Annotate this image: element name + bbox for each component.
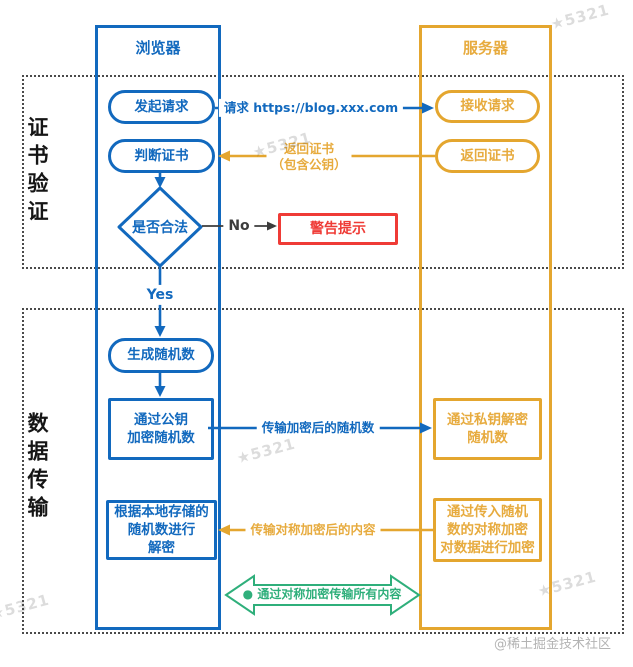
node-return-certificate: 返回证书 <box>435 139 540 173</box>
server-lane <box>419 25 552 630</box>
arrow-encrypted-random-label: 传输加密后的随机数 <box>256 418 380 438</box>
node-initiate-request: 发起请求 <box>108 90 215 124</box>
node-decrypt-private-line1: 通过私钥解密 <box>447 411 528 428</box>
arrow-symmetric-content-label: 传输对称加密后的内容 <box>245 520 381 540</box>
node-warning-alert: 警告提示 <box>278 213 398 245</box>
section-cert-verification-box <box>22 75 624 269</box>
node-return-certificate-label: 返回证书 <box>460 147 515 164</box>
node-warning-alert-label: 警告提示 <box>310 220 366 237</box>
node-encrypt-with-public-key: 通过公钥 加密随机数 <box>108 398 214 460</box>
section-label-data-transfer: 数据传输 <box>25 412 49 524</box>
node-decrypt-with-local-random: 根据本地存储的 随机数进行 解密 <box>106 500 217 560</box>
watermark-text: 5321 <box>562 0 612 30</box>
node-symmetric-encrypt-line3: 对数据进行加密 <box>440 540 535 557</box>
node-decrypt-local-line3: 解密 <box>148 540 175 557</box>
node-encrypt-public-line1: 通过公钥 <box>134 411 188 428</box>
section-label-cert-verification: 证书验证 <box>25 116 49 228</box>
watermark: ★5321 <box>549 1 612 34</box>
server-lane-title: 服务器 <box>462 39 508 57</box>
branch-yes-label: Yes <box>141 284 179 306</box>
node-decrypt-local-line1: 根据本地存储的 <box>114 503 209 520</box>
arrow-return-cert-label-line2: （包含公钥） <box>271 157 347 172</box>
browser-lane <box>95 25 221 630</box>
node-symmetric-encrypt-line2: 数的对称加密 <box>447 521 528 538</box>
arrow-return-cert-label-line1: 返回证书 <box>283 140 335 156</box>
node-initiate-request-label: 发起请求 <box>134 98 189 115</box>
node-decrypt-private-line2: 随机数 <box>467 430 508 446</box>
section-data-transfer-box <box>22 308 624 634</box>
node-receive-request-label: 接收请求 <box>460 98 515 115</box>
node-judge-certificate-label: 判断证书 <box>134 147 189 164</box>
node-generate-random: 生成随机数 <box>108 338 214 373</box>
node-symmetric-encrypt-line1: 通过传入随机 <box>447 503 528 520</box>
arrow-return-cert-label: 返回证书 （包含公钥） <box>266 139 352 175</box>
community-credit: @稀土掘金技术社区 <box>494 637 612 652</box>
node-decrypt-with-private-key: 通过私钥解密 随机数 <box>433 398 542 460</box>
node-decrypt-local-line2: 随机数进行 <box>127 521 196 538</box>
node-encrypt-public-line2: 加密随机数 <box>127 430 195 446</box>
node-generate-random-label: 生成随机数 <box>127 347 195 364</box>
decision-diamond-label: 是否合法 <box>132 220 188 236</box>
branch-no-label: No <box>223 215 255 237</box>
browser-lane-title: 浏览器 <box>135 39 181 57</box>
symmetric-transfer-all-label: ● 通过对称加密传输所有内容 <box>242 587 402 602</box>
node-receive-request: 接收请求 <box>435 90 540 123</box>
node-judge-certificate: 判断证书 <box>108 139 215 173</box>
arrow-request-label: 请求 https://blog.xxx.com <box>218 98 404 118</box>
node-symmetric-encrypt-data: 通过传入随机 数的对称加密 对数据进行加密 <box>433 498 542 562</box>
